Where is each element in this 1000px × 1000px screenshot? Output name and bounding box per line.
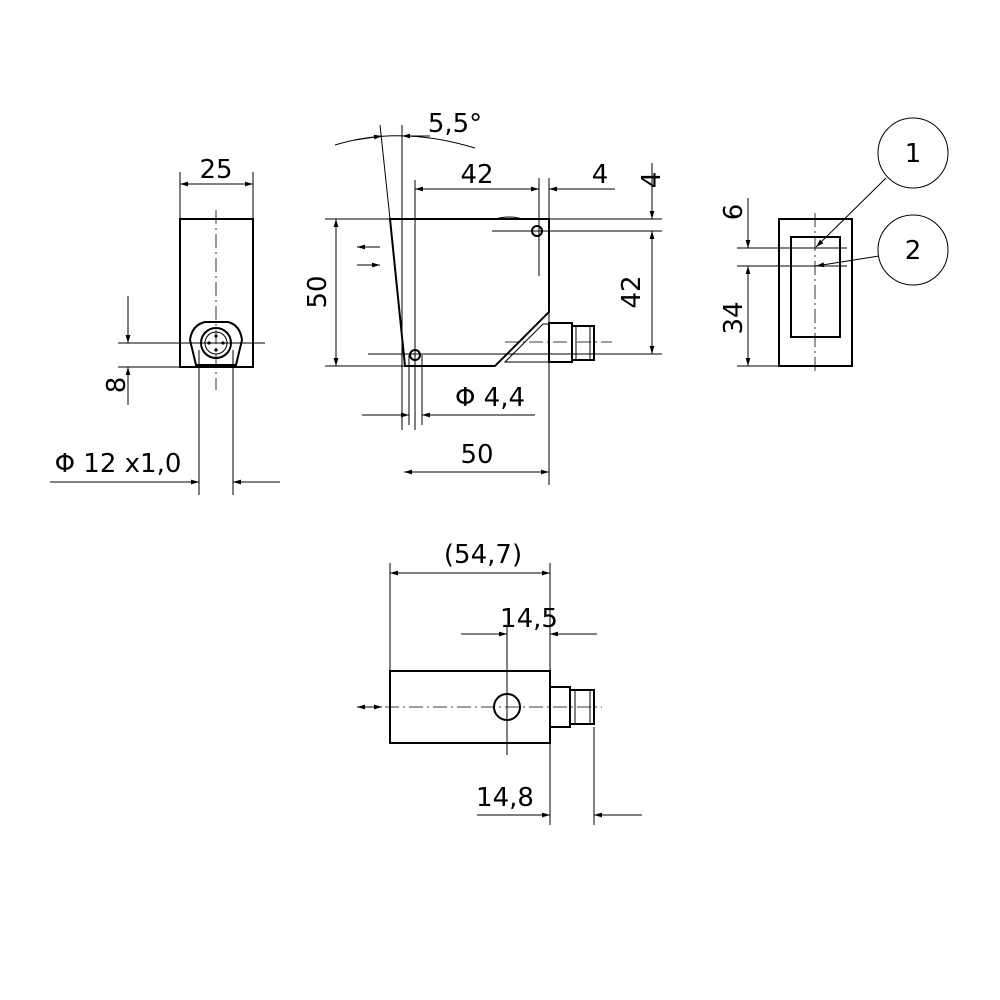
hole-spacing-vertical: 42 [617,275,647,308]
front-housing [388,218,550,367]
connector-length: 14,8 [476,783,534,813]
rear-housing [778,218,853,367]
side-housing [179,218,254,368]
hole-spacing-horizontal: 42 [460,160,493,190]
width-dimension: 50 [460,440,493,470]
hole-edge-vertical: 4 [637,172,667,189]
top-dimension: 6 [719,204,749,221]
callout-1: 1 [905,139,922,169]
connector-offset-dimension: 8 [102,377,132,394]
callout-1-circle [877,117,949,189]
hole-offset: 14,5 [500,604,558,634]
thread-dimension: Φ 12 x1,0 [55,449,182,479]
lens-window [790,236,841,338]
callout-2-circle [877,214,949,286]
side-view: 25 8 Φ 12 x1,0 [50,155,280,495]
callout-2: 2 [905,236,922,266]
overall-length: (54,7) [444,540,522,570]
hole-edge-horizontal: 4 [592,160,609,190]
bottom-view: (54,7) 14,5 14,8 [357,540,642,825]
height-dimension: 50 [303,275,333,308]
width-dimension: 25 [199,155,232,185]
front-view: 5,5° 42 4 4 42 50 Φ 4,4 50 [303,109,667,485]
rear-view: 6 34 1 2 [719,117,949,375]
hole-diameter: Φ 4,4 [455,383,525,413]
angle-dimension: 5,5° [428,109,482,139]
bottom-dimension: 34 [719,301,749,334]
